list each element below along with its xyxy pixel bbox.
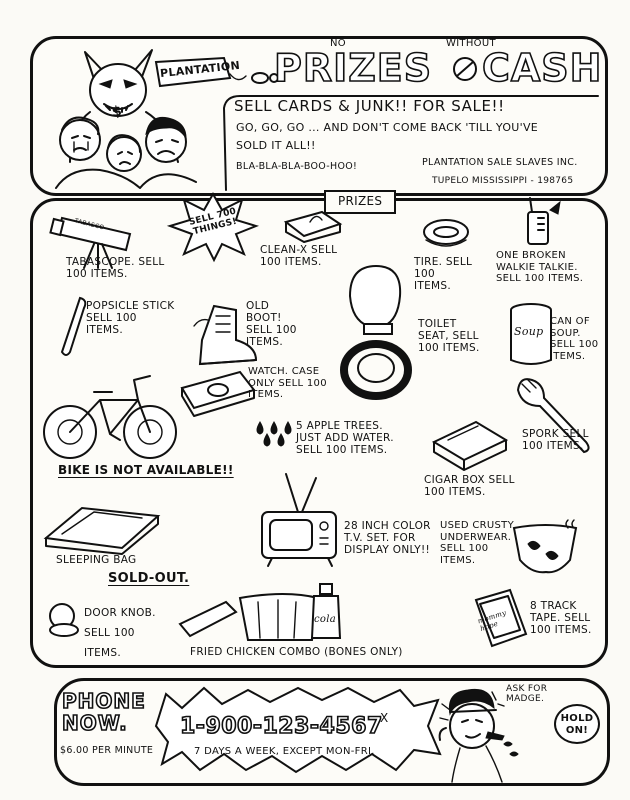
cigar-box-label: CIGAR BOX SELL 100 ITEMS.: [424, 474, 515, 499]
walkie-talkie-label: ONE BROKEN WALKIE TALKIE. SELL 100 ITEMS…: [496, 250, 584, 284]
phone-now-title: PHONE NOW.: [61, 689, 146, 735]
apple-trees-label: 5 APPLE TREES. JUST ADD WATER. SELL 100 …: [296, 420, 394, 457]
phone-number-mark: x: [380, 711, 389, 725]
underwear-icon: [512, 519, 578, 574]
tv-set-icon: [261, 473, 337, 567]
starburst-sell-700: [166, 191, 260, 263]
toilet-seat-label: TOILET SEAT, SELL 100 ITEMS.: [418, 318, 480, 355]
old-boot-label: OLD BOOT! SELL 100 ITEMS.: [246, 300, 297, 349]
crying-slaves-illustration: [55, 49, 197, 189]
pitch-line-2: SOLD IT ALL!!: [236, 139, 316, 152]
ask-for-madge-label: ASK FOR MADGE.: [506, 684, 548, 705]
phone-number-burst: [154, 686, 442, 774]
no-symbol-icon: [453, 57, 477, 81]
old-boot-icon: [193, 304, 258, 366]
eight-track-icon: [474, 588, 528, 648]
underwear-label: USED CRUSTY UNDERWEAR. SELL 100 ITEMS.: [440, 520, 514, 566]
hold-on-bubble: HOLD ON!: [554, 704, 600, 744]
popsicle-stick-icon: [60, 296, 87, 356]
phone-number: 1-900-123-4567: [179, 713, 383, 740]
apple-seeds-icon: [256, 421, 292, 447]
toilet-seat-icon: [340, 264, 412, 400]
without-small-label: WITHOUT: [446, 38, 496, 49]
sleeping-bag-icon: [43, 506, 161, 555]
no-small-label: NO: [330, 38, 346, 49]
price-per-minute: $6.00 PER MINUTE: [60, 745, 154, 756]
tabascope-label: TABASCOPE. SELL 100 ITEMS.: [66, 256, 165, 281]
madge-operator-illustration: [438, 688, 519, 783]
spork-icon: [516, 378, 590, 454]
tire-icon: [423, 219, 469, 247]
walkie-talkie-icon: [527, 197, 561, 245]
bike-icon: [43, 375, 177, 459]
tabascope-icon: [49, 216, 132, 269]
phone-hours: 7 DAYS A WEEK, EXCEPT MON-FRI.: [194, 746, 375, 757]
tv-set-label: 28 INCH COLOR T.V. SET. FOR DISPLAY ONLY…: [344, 520, 431, 557]
soup-can-label: CAN OF SOUP. SELL 100 ITEMS.: [550, 316, 599, 362]
cleanex-label: CLEAN-X SELL 100 ITEMS.: [260, 244, 338, 269]
cleanex-box-icon: [283, 210, 343, 243]
popsicle-stick-label: POPSICLE STICK SELL 100 ITEMS.: [86, 300, 175, 337]
prizes-header-label: PRIZES: [324, 190, 397, 214]
soup-can-text: Soup: [514, 325, 544, 338]
spork-label: SPORK SELL 100 ITEMS.: [522, 428, 589, 453]
watch-case-icon: [180, 370, 256, 417]
plantation-sign-frame: [154, 56, 232, 88]
bla-bla-text: BLA-BLA-BLA-BOO-HOO!: [236, 161, 358, 172]
door-knob-label: DOOR KNOB. SELL 100 ITEMS.: [84, 607, 156, 659]
cola-bottle-icon: [310, 583, 342, 639]
pitch-headline: SELL CARDS & JUNK!! FOR SALE!!: [234, 97, 505, 115]
tire-label: TIRE. SELL 100 ITEMS.: [414, 256, 473, 293]
eight-track-label: 8 TRACK TAPE. SELL 100 ITEMS.: [530, 600, 592, 637]
title-cash: CASH: [481, 45, 603, 91]
company-address: TUPELO MISSISSIPPI - 198765: [432, 176, 574, 186]
company-name: PLANTATION SALE SLAVES INC.: [422, 157, 578, 168]
cigar-box-icon: [431, 420, 509, 471]
door-knob-icon: [49, 603, 79, 637]
chicken-combo-label: FRIED CHICKEN COMBO (BONES ONLY): [190, 646, 403, 658]
pitch-line-1: GO, GO, GO ... AND DON'T COME BACK 'TILL…: [236, 121, 539, 134]
soup-can-icon: [510, 303, 552, 365]
watch-case-label: WATCH. CASE ONLY SELL 100 ITEMS.: [248, 366, 327, 400]
sleeping-bag-sold-out: SOLD-OUT.: [108, 571, 190, 586]
sleeping-bag-label: SLEEPING BAG: [56, 554, 137, 566]
bike-not-available-label: BIKE IS NOT AVAILABLE!!: [58, 463, 234, 477]
pitch-box-frame: [223, 95, 599, 191]
title-prizes: PRIZES: [273, 45, 433, 91]
cola-label: cola: [314, 614, 336, 625]
chain-decoration: [229, 72, 279, 84]
